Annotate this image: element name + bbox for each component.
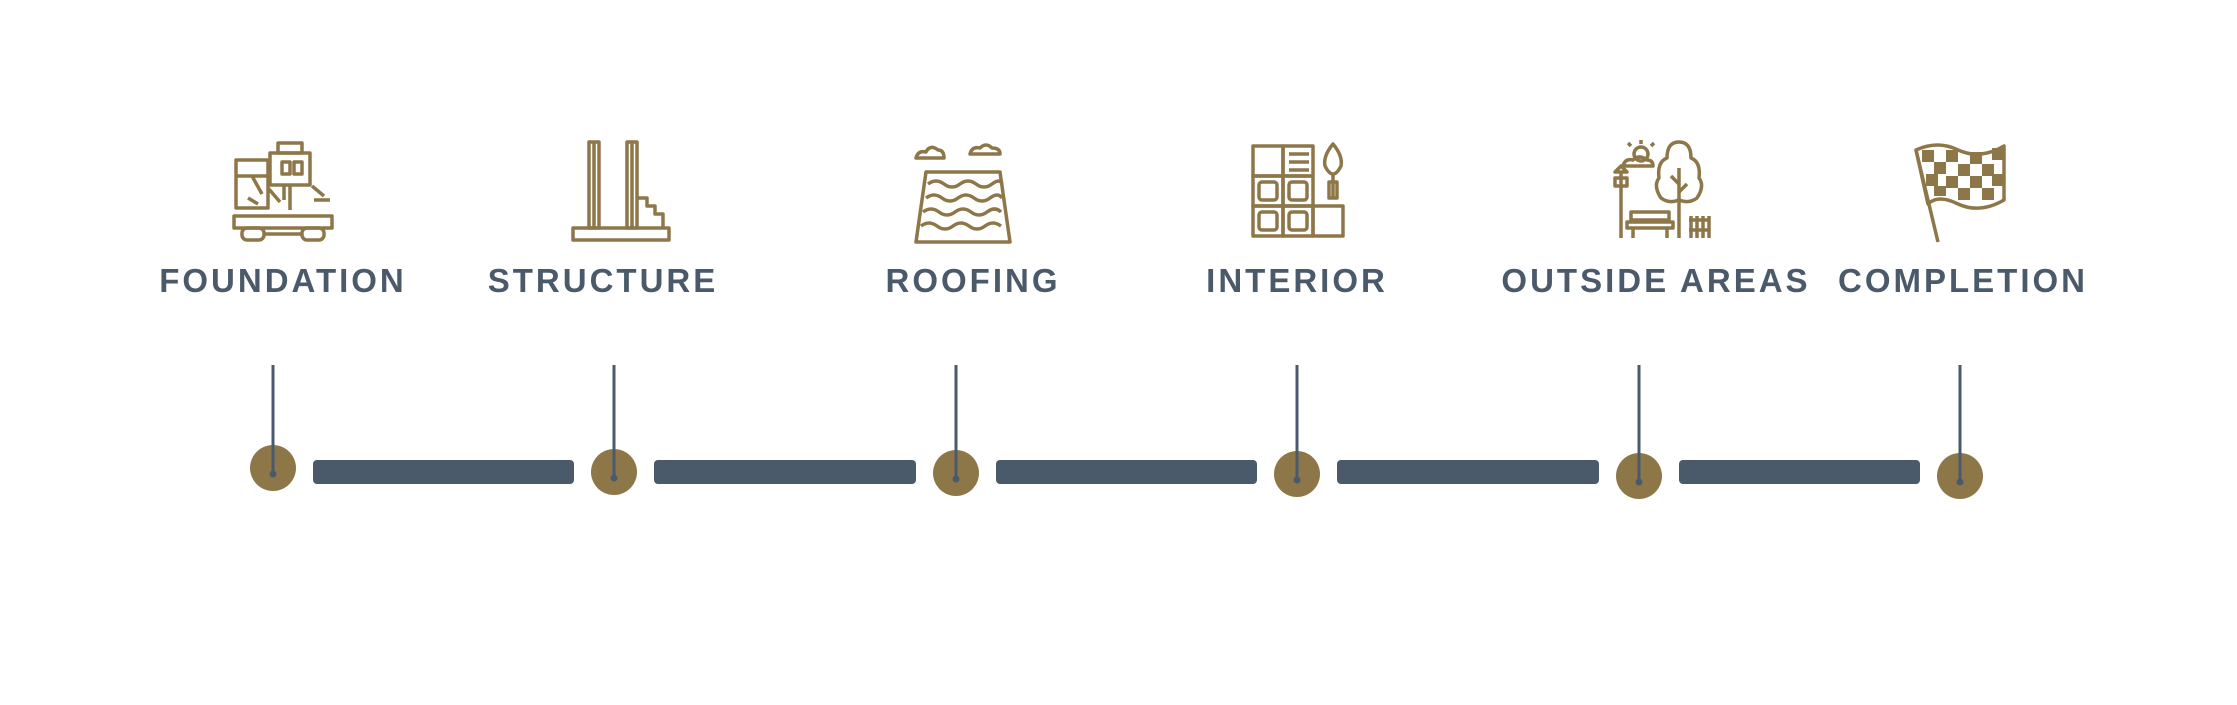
timeline-stem-dot (269, 470, 277, 478)
tiles-trowel-icon (1245, 138, 1355, 248)
excavator-drill-icon (228, 138, 338, 248)
timeline-connector-bar (1679, 460, 1920, 484)
building-columns-icon (565, 138, 675, 248)
timeline-connector-bar (654, 460, 916, 484)
timeline-connector-bar (313, 460, 574, 484)
timeline-stem-dot (952, 475, 960, 483)
timeline-connector-bar (996, 460, 1257, 484)
step-label-foundation: FOUNDATION (159, 262, 407, 299)
step-label-interior: INTERIOR (1206, 262, 1388, 299)
step-label-outside-areas: OUTSIDE AREAS (1501, 262, 1811, 299)
timeline-stem-dot (1293, 476, 1301, 484)
timeline-stem-dot (610, 474, 618, 482)
checkered-flag-icon (1908, 138, 2018, 248)
park-bench-tree-icon (1605, 138, 1715, 248)
step-label-structure: STRUCTURE (487, 262, 719, 299)
step-label-completion: COMPLETION (1838, 262, 2088, 299)
timeline-connector-bar (1337, 460, 1599, 484)
step-label-roofing: ROOFING (885, 262, 1061, 299)
roof-tiles-icon (908, 138, 1018, 248)
timeline-stem-dot (1635, 478, 1643, 486)
timeline-stem-dot (1956, 478, 1964, 486)
